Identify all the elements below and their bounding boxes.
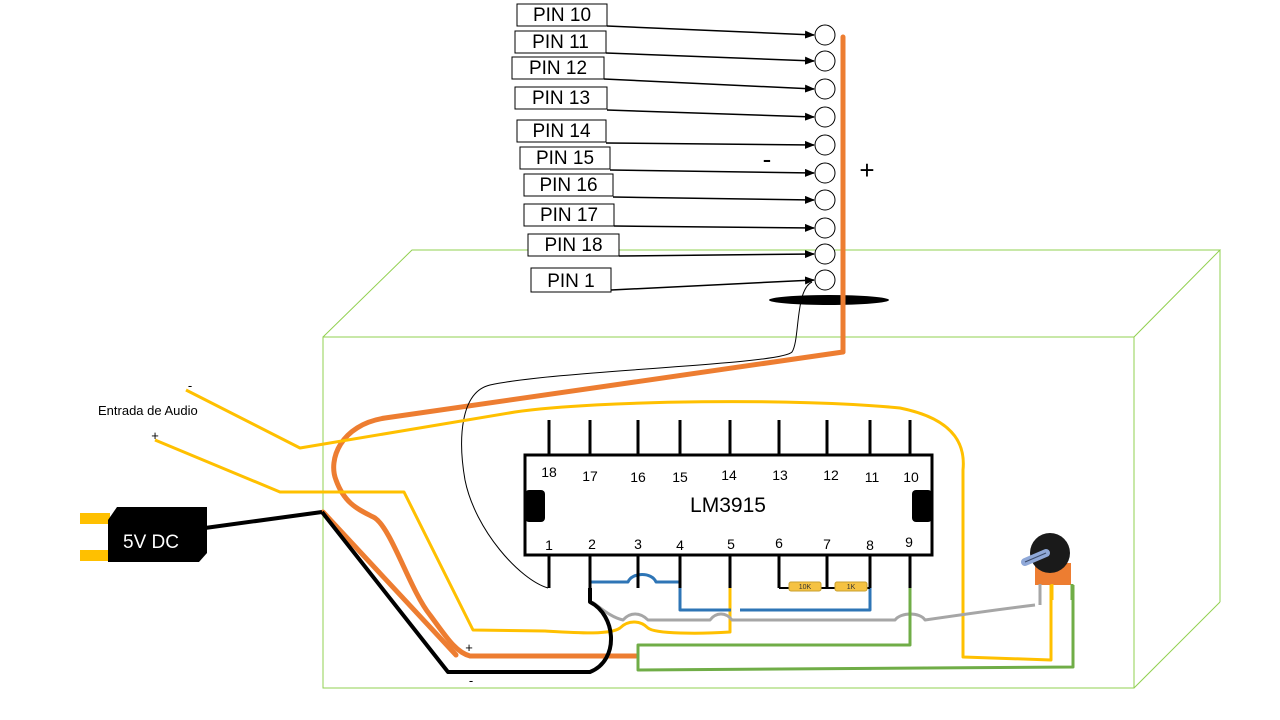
led-icon <box>814 106 836 128</box>
led-icon <box>814 189 836 211</box>
pin-label: PIN 11 <box>532 32 589 53</box>
pin-label: PIN 12 <box>529 58 587 79</box>
chip-pin-number: 5 <box>727 536 735 552</box>
chip-top-pins <box>547 420 912 455</box>
led-plus-sign: + <box>859 155 874 185</box>
chip-notch-left <box>525 490 545 522</box>
potentiometer <box>1021 533 1074 605</box>
audio-plus-sign: + <box>151 428 159 443</box>
gray-wire <box>591 600 1036 622</box>
led-minus-sign: - <box>763 144 772 174</box>
pin-label: PIN 10 <box>533 5 591 26</box>
chip-pin-number: 4 <box>676 537 684 553</box>
led-icon <box>814 217 836 239</box>
pin-arrow <box>605 52 815 65</box>
resistor-1k: 1K <box>834 581 868 592</box>
resistor-10k-label: 10K <box>799 584 812 591</box>
chip-pin-number: 13 <box>772 467 788 483</box>
pin-label-box <box>519 146 611 170</box>
pin-arrow <box>609 168 815 177</box>
pin-label-box <box>514 86 608 110</box>
green-wire <box>636 585 1075 672</box>
led-icon <box>814 162 836 184</box>
black-wire <box>204 510 613 674</box>
pin-label-box <box>516 119 607 143</box>
audio-input-label: Entrada de Audio <box>98 403 198 418</box>
chip-pin-number: 11 <box>865 469 880 485</box>
led-icon <box>814 134 836 156</box>
power-label: 5V DC <box>123 532 179 553</box>
pin-label-box <box>523 203 615 227</box>
pin-label: PIN 17 <box>540 205 598 226</box>
pin1-led-wire <box>461 281 813 589</box>
led-icon <box>814 269 836 291</box>
led-icon <box>814 24 836 46</box>
pin-arrow <box>605 140 815 149</box>
chip-notch-right <box>912 490 932 522</box>
chip-bottom-pin-numbers: 1 2 3 4 5 6 7 8 9 <box>545 534 913 553</box>
pin-label-box <box>511 56 605 80</box>
orange-wire <box>320 34 846 659</box>
chip-pin-number: 14 <box>721 467 737 483</box>
pin-label: PIN 18 <box>544 235 602 256</box>
pin-label: PIN 13 <box>532 88 590 109</box>
resistor-1k-label: 1K <box>847 584 856 591</box>
led-icon <box>814 50 836 72</box>
chip-name: LM3915 <box>690 494 766 517</box>
pin-label-box <box>523 173 614 197</box>
power-minus-sign: - <box>469 673 473 688</box>
chip-pin-number: 8 <box>866 537 874 553</box>
chip-pin-number: 6 <box>775 535 783 551</box>
led-icon <box>814 243 836 265</box>
pin-arrow <box>603 78 815 93</box>
chip-pin-number: 7 <box>823 536 831 552</box>
chip-top-pin-numbers: 18 17 16 15 14 13 12 11 10 <box>541 464 919 485</box>
pin-arrow <box>618 250 815 259</box>
chip-body <box>523 453 934 557</box>
pin-arrow <box>610 276 815 291</box>
pin-label-box <box>530 267 612 293</box>
chip-pin-number: 15 <box>672 469 688 485</box>
pin-arrow <box>612 195 815 204</box>
audio-minus-sign: - <box>188 378 192 393</box>
chip-pin-number: 10 <box>903 469 919 485</box>
chip-pin-number: 16 <box>630 469 646 485</box>
pin-arrow <box>606 25 815 39</box>
pin-arrow <box>606 109 815 121</box>
chip-pin-number: 1 <box>545 537 553 553</box>
chip-bottom-pins <box>547 555 912 588</box>
power-plus-sign: + <box>465 640 473 655</box>
resistor-10k: 10K <box>788 581 822 592</box>
pin-label-box <box>514 30 607 54</box>
chip-pin-number: 12 <box>823 467 839 483</box>
chip-pin-number: 18 <box>541 464 557 480</box>
chip-pin-number: 2 <box>588 536 596 552</box>
pin-label-box <box>516 3 608 27</box>
chip-pin-number: 3 <box>634 536 642 552</box>
power-connector: 5V DC <box>80 507 207 562</box>
led-icon <box>814 78 836 100</box>
pin-label-box <box>527 233 620 257</box>
pin-label: PIN 16 <box>539 175 597 196</box>
pin-arrow <box>613 223 815 232</box>
led-pin-group: PIN 10 PIN 11 PIN 12 PIN 13 PIN 14 PIN 15 PIN … <box>511 3 836 293</box>
chip-pin-number: 17 <box>582 468 598 484</box>
pin-label: PIN 15 <box>536 148 594 169</box>
chip-pin-number: 9 <box>905 534 913 550</box>
led-bar-base <box>769 295 889 305</box>
yellow-wire <box>154 388 1053 662</box>
pin-label: PIN 14 <box>532 121 591 142</box>
pin-label: PIN 1 <box>547 271 595 292</box>
